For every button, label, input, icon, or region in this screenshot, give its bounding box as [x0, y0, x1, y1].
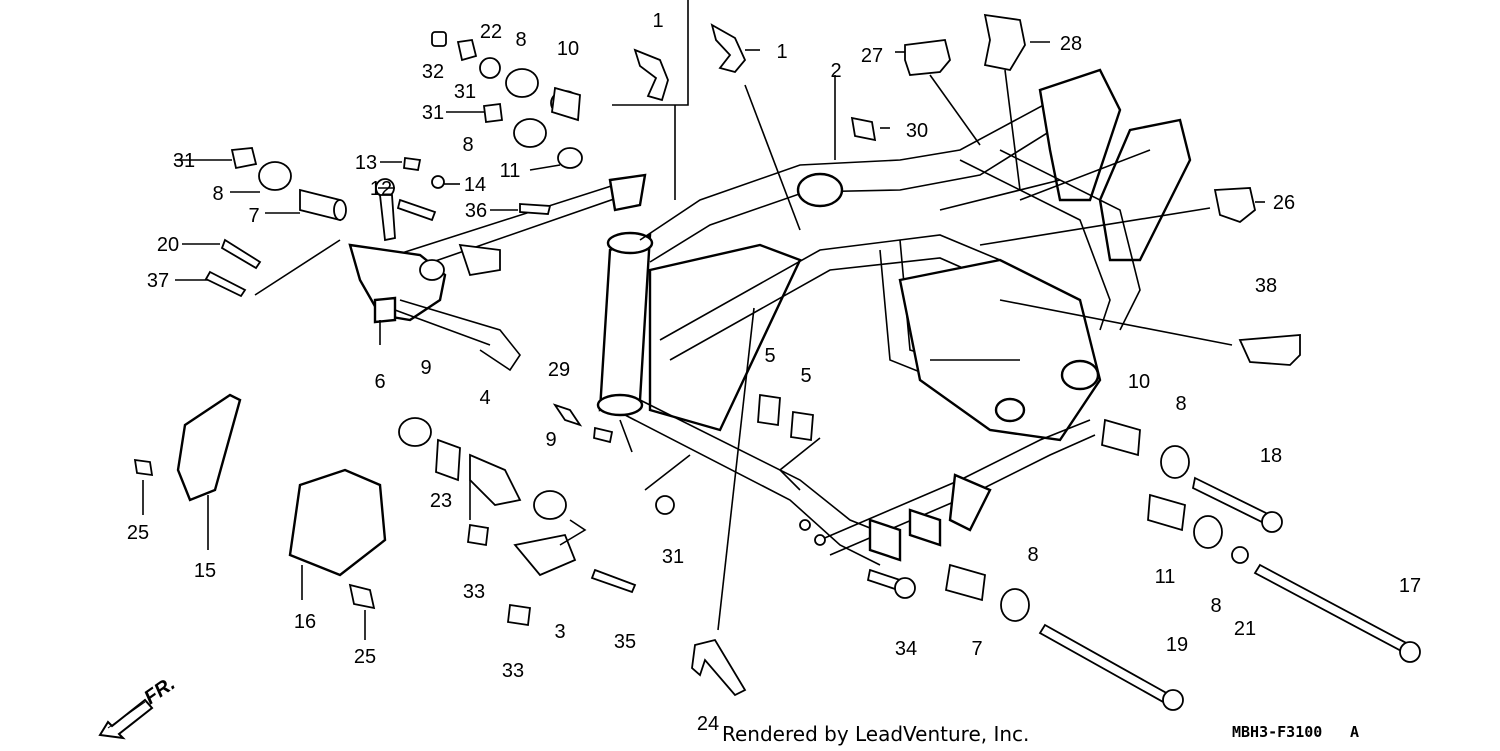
frame-bracket-assembly: [348, 173, 647, 372]
callout-4: 4: [479, 387, 490, 409]
callout-9: 9: [420, 357, 431, 379]
callout-27: 27: [861, 45, 883, 67]
callout-31: 31: [422, 102, 444, 124]
callout-12: 12: [370, 178, 392, 200]
callout-8: 8: [212, 183, 223, 205]
callout-8: 8: [1027, 544, 1038, 566]
callout-31: 31: [662, 546, 684, 568]
front-arrow-icon: [98, 698, 154, 740]
callout-7: 7: [971, 638, 982, 660]
callout-labels: 1 1 2 3 4 5 5 6 7 7 8 8 8 8 8 8 9 9 10 1…: [127, 10, 1421, 735]
callout-17: 17: [1399, 575, 1421, 597]
callout-11: 11: [500, 160, 521, 182]
callout-33: 33: [463, 581, 485, 603]
callout-29: 29: [548, 359, 570, 381]
frame-body: [596, 68, 1192, 566]
callout-16: 16: [294, 611, 316, 633]
callout-22: 22: [480, 21, 502, 43]
small-parts: [133, 13, 1421, 711]
callout-15: 15: [194, 560, 216, 582]
callout-28: 28: [1060, 33, 1082, 55]
callout-24: 24: [697, 713, 719, 735]
callout-34: 34: [895, 638, 917, 660]
callout-5: 5: [764, 345, 775, 367]
callout-1: 1: [776, 41, 787, 63]
callout-18: 18: [1260, 445, 1282, 467]
callout-20: 20: [157, 234, 179, 256]
callout-3: 3: [554, 621, 565, 643]
callout-37: 37: [147, 270, 169, 292]
callout-33: 33: [502, 660, 524, 682]
callout-36: 36: [465, 200, 487, 222]
callout-7: 7: [248, 205, 259, 227]
callout-8: 8: [1210, 595, 1221, 617]
callout-8: 8: [515, 29, 526, 51]
callout-10: 10: [557, 38, 579, 60]
callout-25: 25: [127, 522, 149, 544]
diagram-code: MBH3-F3100: [1232, 723, 1322, 741]
front-direction-arrow: FR.: [98, 673, 179, 740]
callout-31: 31: [454, 81, 476, 103]
callout-6: 6: [374, 371, 385, 393]
callout-5: 5: [800, 365, 811, 387]
callout-11: 11: [1155, 566, 1176, 588]
callout-26: 26: [1273, 192, 1295, 214]
callout-21: 21: [1234, 618, 1256, 640]
callout-10: 10: [1128, 371, 1150, 393]
callout-14: 14: [464, 174, 486, 196]
callout-1: 1: [652, 10, 663, 32]
callout-8: 8: [462, 134, 473, 156]
callout-19: 19: [1166, 634, 1188, 656]
callout-31: 31: [173, 150, 195, 172]
callout-25: 25: [354, 646, 376, 668]
callout-8: 8: [1175, 393, 1186, 415]
callout-32: 32: [422, 61, 444, 83]
callout-35: 35: [614, 631, 636, 653]
callout-38: 38: [1255, 275, 1277, 297]
callout-9: 9: [545, 429, 556, 451]
diagram-revision: A: [1350, 723, 1359, 741]
callout-23: 23: [430, 490, 452, 512]
callout-2: 2: [830, 60, 841, 82]
callout-30: 30: [906, 120, 928, 142]
leader-lines: [142, 0, 1265, 640]
callout-13: 13: [355, 152, 377, 174]
render-credit: Rendered by LeadVenture, Inc.: [722, 722, 1029, 746]
